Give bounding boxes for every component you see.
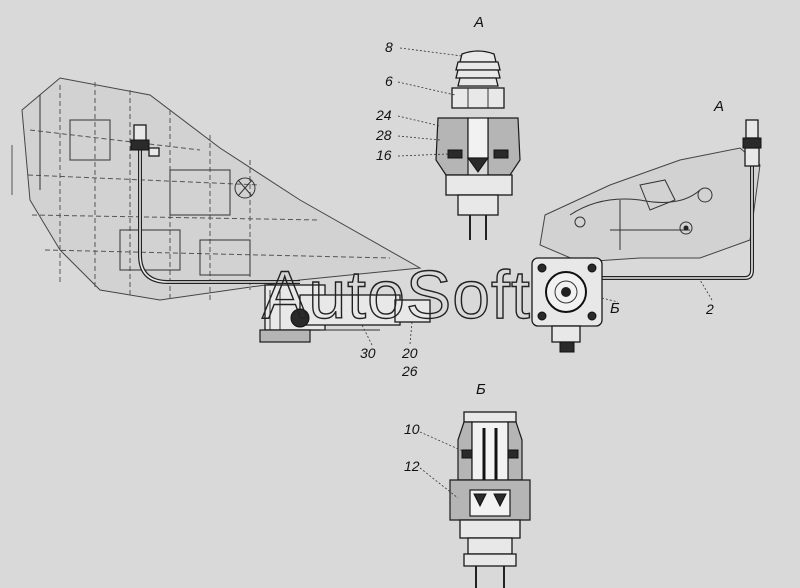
callout-30: 30	[360, 345, 376, 361]
valve-assembly-left	[259, 284, 431, 343]
gearbox-housing-left	[11, 77, 422, 301]
detail-view-b	[419, 411, 531, 588]
pipe-left	[130, 124, 300, 284]
valve-housing-right	[531, 257, 619, 353]
callout-24: 24	[375, 107, 392, 123]
callout-6: 6	[385, 73, 393, 89]
pipe-right	[600, 119, 762, 280]
callout-16: 16	[376, 147, 392, 163]
watermark: AutoSoft	[262, 257, 531, 333]
view-b-title-bottom: Б	[476, 381, 486, 398]
callout-28: 28	[375, 127, 392, 143]
view-a-title-right: А	[713, 98, 724, 115]
detail-view-a	[397, 47, 521, 240]
callout-20: 20	[401, 345, 418, 361]
callout-10: 10	[404, 421, 420, 437]
callout-12: 12	[404, 458, 420, 474]
callout-26: 26	[401, 363, 418, 379]
view-b-label: Б	[610, 300, 620, 317]
callout-8: 8	[385, 39, 393, 55]
bracket-right	[539, 147, 761, 263]
callout-2: 2	[705, 301, 714, 317]
view-a-title-top: А	[473, 14, 484, 31]
